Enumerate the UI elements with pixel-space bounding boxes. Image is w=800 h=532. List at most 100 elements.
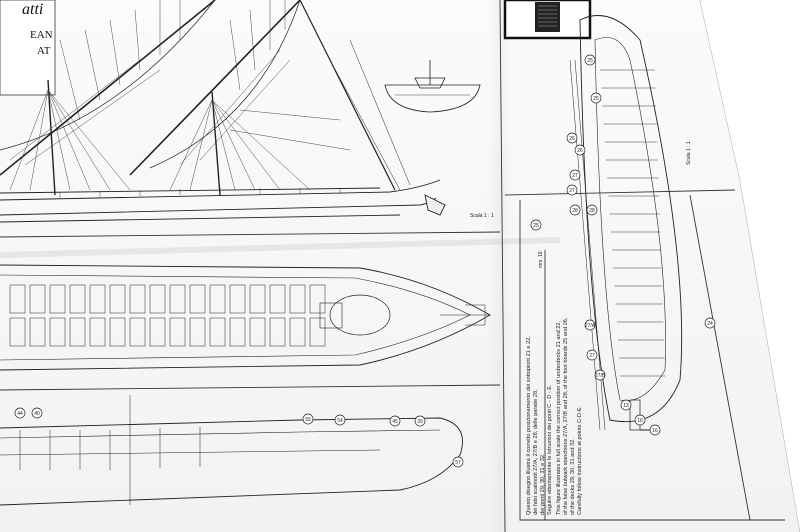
part-number-circle xyxy=(649,424,661,436)
part-number-circle xyxy=(569,169,581,181)
part-number-label: 57 xyxy=(455,460,461,466)
part-number-label: 25 xyxy=(533,223,539,229)
stern-view xyxy=(384,60,481,113)
deck-bench xyxy=(249,317,266,347)
deck-bench xyxy=(149,317,166,347)
hull-long-profile xyxy=(569,15,683,431)
part-number-circle xyxy=(414,415,426,427)
deck-bench xyxy=(49,317,66,347)
note-it-1: Questo disegno illustra il corretto posi… xyxy=(526,336,532,515)
note-it-3: dei ponti 29, 30, 31 e 32. xyxy=(540,453,546,515)
hull-profile xyxy=(0,179,446,223)
deck-bench xyxy=(289,317,306,347)
part-number-circle xyxy=(14,407,26,419)
deck-bench xyxy=(69,284,86,314)
part-number-label: 40 xyxy=(34,411,40,417)
deck-bench xyxy=(129,317,146,347)
part-number-circle xyxy=(704,317,716,329)
index-box xyxy=(503,0,592,40)
hull-scale-note: Scala 1 : 1 xyxy=(470,213,494,219)
deck-bench xyxy=(229,317,246,347)
note-en-1: This figure illustrates in full scale th… xyxy=(556,321,562,515)
instruction-notes: Questo disegno illustra il corretto posi… xyxy=(526,317,583,515)
deck-bench xyxy=(309,284,326,314)
part-number-circle xyxy=(594,369,606,381)
part-number-circle xyxy=(302,413,314,425)
deck-bench xyxy=(169,284,186,314)
part-number-label: 45 xyxy=(392,419,398,425)
deck-bench xyxy=(149,284,166,314)
deck-bench xyxy=(249,284,266,314)
deck-bench xyxy=(129,284,146,314)
note-it-2: dei falsi scalmotti 27/A, 27/B e 28, del… xyxy=(533,389,539,515)
hull-bottom xyxy=(0,395,463,506)
deck-bench xyxy=(29,317,46,347)
part-number-label: 16 xyxy=(652,428,658,434)
part-number-label: 44 xyxy=(17,411,23,417)
subtitle-line-2: AT xyxy=(37,45,51,57)
deck-plan xyxy=(0,264,491,371)
note-en-3: of the decks 29, 30, 31 and 32. xyxy=(570,438,576,515)
part-number-circle xyxy=(586,349,598,361)
part-number-circle xyxy=(452,456,464,468)
part-number-label: 24 xyxy=(707,321,713,327)
part-number-circle xyxy=(569,204,581,216)
part-number-label: 13 xyxy=(623,403,629,409)
part-number-label: 27/B xyxy=(595,373,606,379)
part-number-label: 16 xyxy=(637,418,643,424)
part-number-label: 27 xyxy=(572,173,578,179)
part-number-circle xyxy=(634,414,646,426)
deck-bench xyxy=(269,317,286,347)
brand-fragment: atti xyxy=(22,1,43,18)
part-number-label: 28 xyxy=(589,208,595,214)
part-number-label: 55 xyxy=(305,417,311,423)
part-number-label: 25 xyxy=(593,96,599,102)
part-number-circle xyxy=(586,204,598,216)
part-number-circle xyxy=(31,407,43,419)
deck-bench xyxy=(89,317,106,347)
background-area xyxy=(700,0,800,532)
part-number-circle xyxy=(566,132,578,144)
part-number-label: 26 xyxy=(577,148,583,154)
subtitle-line-1: EAN xyxy=(30,29,53,41)
deck-bench xyxy=(189,317,206,347)
deck-bench xyxy=(309,317,326,347)
deck-bench xyxy=(9,284,26,314)
part-number-label: 27 xyxy=(589,353,595,359)
part-number-label: 26 xyxy=(569,136,575,142)
deck-bench xyxy=(229,284,246,314)
part-number-label: 28 xyxy=(572,208,578,214)
deck-bench xyxy=(289,284,306,314)
dimension-label: mm. 18 xyxy=(538,251,544,268)
part-number-circle xyxy=(334,414,346,426)
deck-bench xyxy=(209,317,226,347)
part-number-circle xyxy=(389,415,401,427)
note-en-2: of the false bulwark stanchions 27/A, 27… xyxy=(563,317,569,515)
deck-bench xyxy=(69,317,86,347)
note-en-4: Carefully follow instructions at points … xyxy=(577,405,583,515)
part-number-markers-deck: 44 40 xyxy=(14,407,43,419)
sail-plan xyxy=(0,0,411,196)
deck-bench xyxy=(49,284,66,314)
note-it-4: Seguire attentamente le istruzioni dei p… xyxy=(547,384,553,515)
deck-bench xyxy=(109,284,126,314)
part-number-circle xyxy=(590,92,602,104)
deck-bench xyxy=(269,284,286,314)
right-scale-note: Scala 1 : 1 xyxy=(686,141,692,165)
deck-bench xyxy=(89,284,106,314)
part-number-circle xyxy=(530,219,542,231)
deck-bench xyxy=(109,317,126,347)
part-number-label: 27/A xyxy=(585,323,596,329)
part-number-circle xyxy=(584,54,596,66)
deck-bench xyxy=(29,284,46,314)
part-number-circle xyxy=(566,184,578,196)
deck-bench xyxy=(189,284,206,314)
part-number-label: 54 xyxy=(337,418,343,424)
deck-bench xyxy=(209,284,226,314)
